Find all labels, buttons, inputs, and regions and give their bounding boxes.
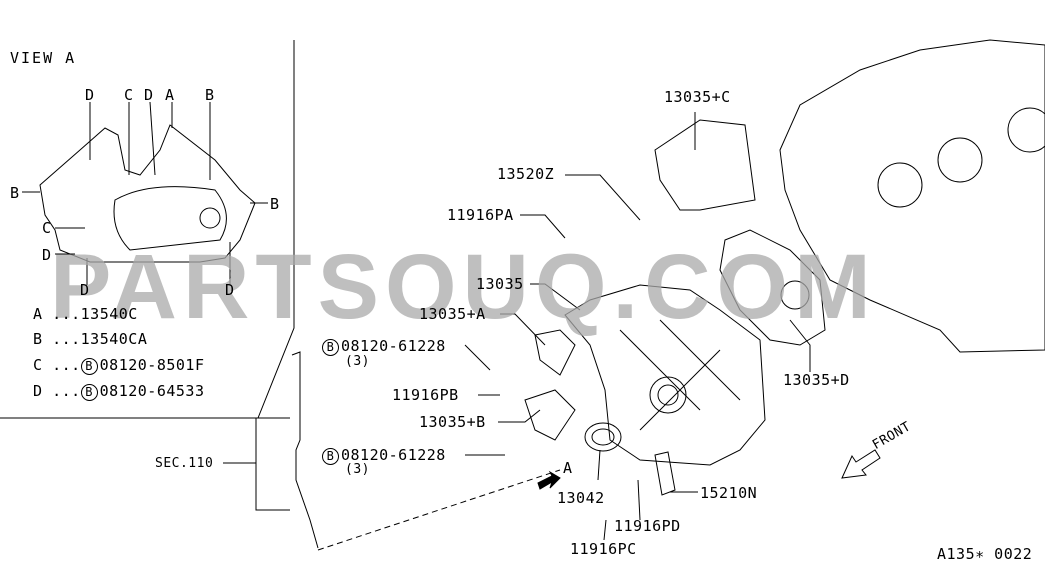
view-marker: D [85,86,95,104]
bolt-badge-icon: B [322,339,339,356]
legend-key: B [33,330,43,348]
legend-row: A ...13540C [33,306,138,322]
callout-13042[interactable]: 13042 [557,489,605,507]
view-marker: B [10,184,20,202]
callout-13035-a[interactable]: 13035+A [419,305,486,323]
view-marker: A [165,86,175,104]
oil-seal [584,422,622,452]
legend-part[interactable]: 08120-8501F [99,356,205,374]
view-a-cover-inner [113,186,227,251]
legend-dots: ... [52,330,81,348]
callout-11916pa[interactable]: 11916PA [447,206,514,224]
callout-11916pc[interactable]: 11916PC [570,540,637,558]
view-marker: B [205,86,215,104]
view-marker: D [144,86,154,104]
legend-dots: ... [52,356,81,374]
view-marker: D [80,281,90,299]
bolt-badge-icon: B [322,448,339,465]
view-marker: D [42,246,52,264]
callout-13035[interactable]: 13035 [476,275,524,293]
callout-11916pb[interactable]: 11916PB [392,386,459,404]
bolt-qty: (3) [345,354,370,369]
callout-11916pd[interactable]: 11916PD [614,517,681,535]
view-a-border [0,40,295,419]
view-marker: C [42,219,52,237]
view-marker: C [124,86,134,104]
cover-d [719,229,826,346]
legend-key: D [33,382,43,400]
legend-dots: ... [52,305,81,323]
bolt-part: 08120-61228 [341,446,446,464]
legend-part[interactable]: 08120-64533 [99,382,205,400]
legend-key: C [33,356,43,374]
front-arrow-icon [841,449,881,479]
leader-lines [464,112,811,541]
front-cover-outline [564,284,766,466]
legend-key: A [33,305,43,323]
cover-c [654,119,756,211]
view-a-cover-outline [39,124,256,263]
callout-13520z[interactable]: 13520Z [497,165,555,183]
bolt-qty: (3) [345,462,370,477]
legend-row: B ...13540CA [33,331,147,347]
dipstick-tube [291,351,319,549]
bolt-part: 08120-61228 [341,337,446,355]
callout-sec-110[interactable]: SEC.110 [155,456,214,471]
view-a-title: VIEW A [10,49,77,67]
view-marker: D [225,281,235,299]
callout-13035-d[interactable]: 13035+D [783,371,850,389]
view-marker: B [270,195,280,213]
legend-part[interactable]: 13540C [80,305,138,323]
callout-13035-b[interactable]: 13035+B [419,413,486,431]
sec-bracket [255,417,290,511]
view-arrow [537,470,561,490]
engine-block [779,39,1045,353]
callout-15210n[interactable]: 15210N [700,484,758,502]
diagram-code: A135∗ 0022 [937,545,1033,563]
bolt-badge-icon: B [80,384,98,401]
view-arrow-label: A [563,459,573,477]
watermark: PARTSOUQ.COM [50,236,877,338]
bolt-badge-icon: B [80,358,98,375]
callout-13035-c[interactable]: 13035+C [664,88,731,106]
legend-dots: ... [52,382,81,400]
legend-part[interactable]: 13540CA [80,330,148,348]
